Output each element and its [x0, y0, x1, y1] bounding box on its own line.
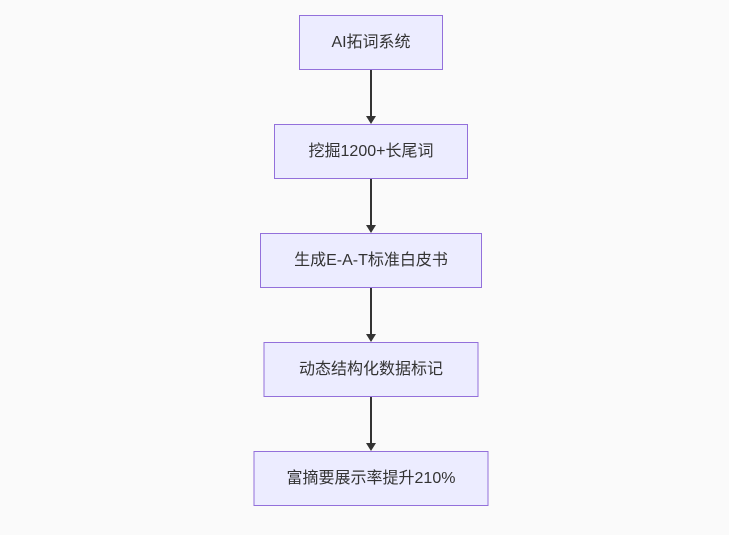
- arrowhead-icon: [366, 225, 376, 233]
- flowchart-node-longtail-keyword-mining: 挖掘1200+长尾词: [274, 124, 468, 179]
- flowchart-node-rich-snippet-rate: 富摘要展示率提升210%: [253, 451, 489, 506]
- arrowhead-icon: [366, 334, 376, 342]
- node-label: 挖掘1200+长尾词: [308, 142, 434, 160]
- flowchart-node-ai-word-expansion-system: AI拓词系统: [299, 15, 443, 70]
- arrow-down-icon: [365, 288, 377, 342]
- arrow-shaft: [370, 179, 372, 226]
- arrow-down-icon: [365, 179, 377, 233]
- arrow-shaft: [370, 397, 372, 444]
- flowchart-node-structured-data-markup: 动态结构化数据标记: [263, 342, 479, 397]
- node-label: 生成E-A-T标准白皮书: [294, 251, 448, 269]
- node-label: 富摘要展示率提升210%: [286, 469, 456, 487]
- arrow-down-icon: [365, 70, 377, 124]
- arrow-shaft: [370, 70, 372, 117]
- arrow-down-icon: [365, 397, 377, 451]
- node-label: AI拓词系统: [331, 33, 411, 51]
- flowchart-node-eat-whitepaper: 生成E-A-T标准白皮书: [260, 233, 482, 288]
- arrow-shaft: [370, 288, 372, 335]
- arrowhead-icon: [366, 116, 376, 124]
- node-label: 动态结构化数据标记: [298, 360, 443, 378]
- arrowhead-icon: [366, 443, 376, 451]
